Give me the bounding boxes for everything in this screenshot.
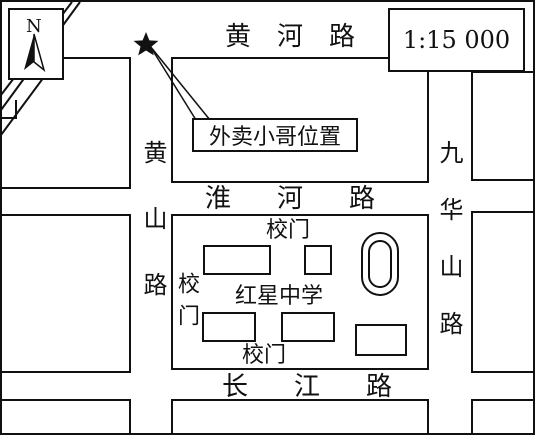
block-nw — [0, 57, 131, 189]
leader-line-2 — [149, 45, 211, 121]
school-building-5 — [355, 324, 407, 356]
school-name: 红星中学 — [235, 284, 324, 309]
school-campus — [171, 214, 429, 370]
school-building-1 — [203, 245, 271, 275]
north-label: N — [26, 16, 42, 37]
block-w — [1, 214, 131, 373]
north-arrow-icon — [24, 33, 46, 73]
block-se — [471, 399, 534, 434]
scale-text: 1:15 000 — [402, 26, 511, 54]
courier-label: 外卖小哥位置 — [208, 125, 341, 150]
school-building-4 — [281, 312, 335, 342]
road-label-huanghe: 黄河路 — [225, 22, 382, 52]
block-e — [471, 211, 534, 373]
school-gate-north: 校门 — [266, 218, 311, 243]
road-label-huangshan: 黄山路 — [139, 140, 167, 338]
school-gate-south: 校门 — [242, 343, 287, 368]
school-building-2 — [304, 245, 332, 275]
block-north — [171, 57, 429, 183]
road-label-huaihe: 淮河路 — [205, 184, 422, 214]
road-label-changjiang: 长江路 — [222, 372, 439, 402]
block-nw-corner — [1, 100, 17, 119]
school-gate-west: 校门 — [174, 272, 199, 336]
star-icon — [133, 32, 159, 56]
scale-box: 1:15 000 — [388, 8, 525, 72]
running-track-outer — [361, 232, 399, 296]
block-s — [171, 399, 429, 434]
school-building-3 — [202, 312, 256, 342]
block-sw — [0, 399, 131, 434]
leader-line-1 — [149, 45, 197, 121]
road-label-jiuhuashan: 九华山路 — [435, 140, 463, 368]
running-track-inner — [368, 240, 392, 288]
courier-label-box: 外卖小哥位置 — [192, 118, 358, 152]
block-ne — [471, 71, 534, 181]
north-arrow-box: N — [8, 8, 64, 80]
